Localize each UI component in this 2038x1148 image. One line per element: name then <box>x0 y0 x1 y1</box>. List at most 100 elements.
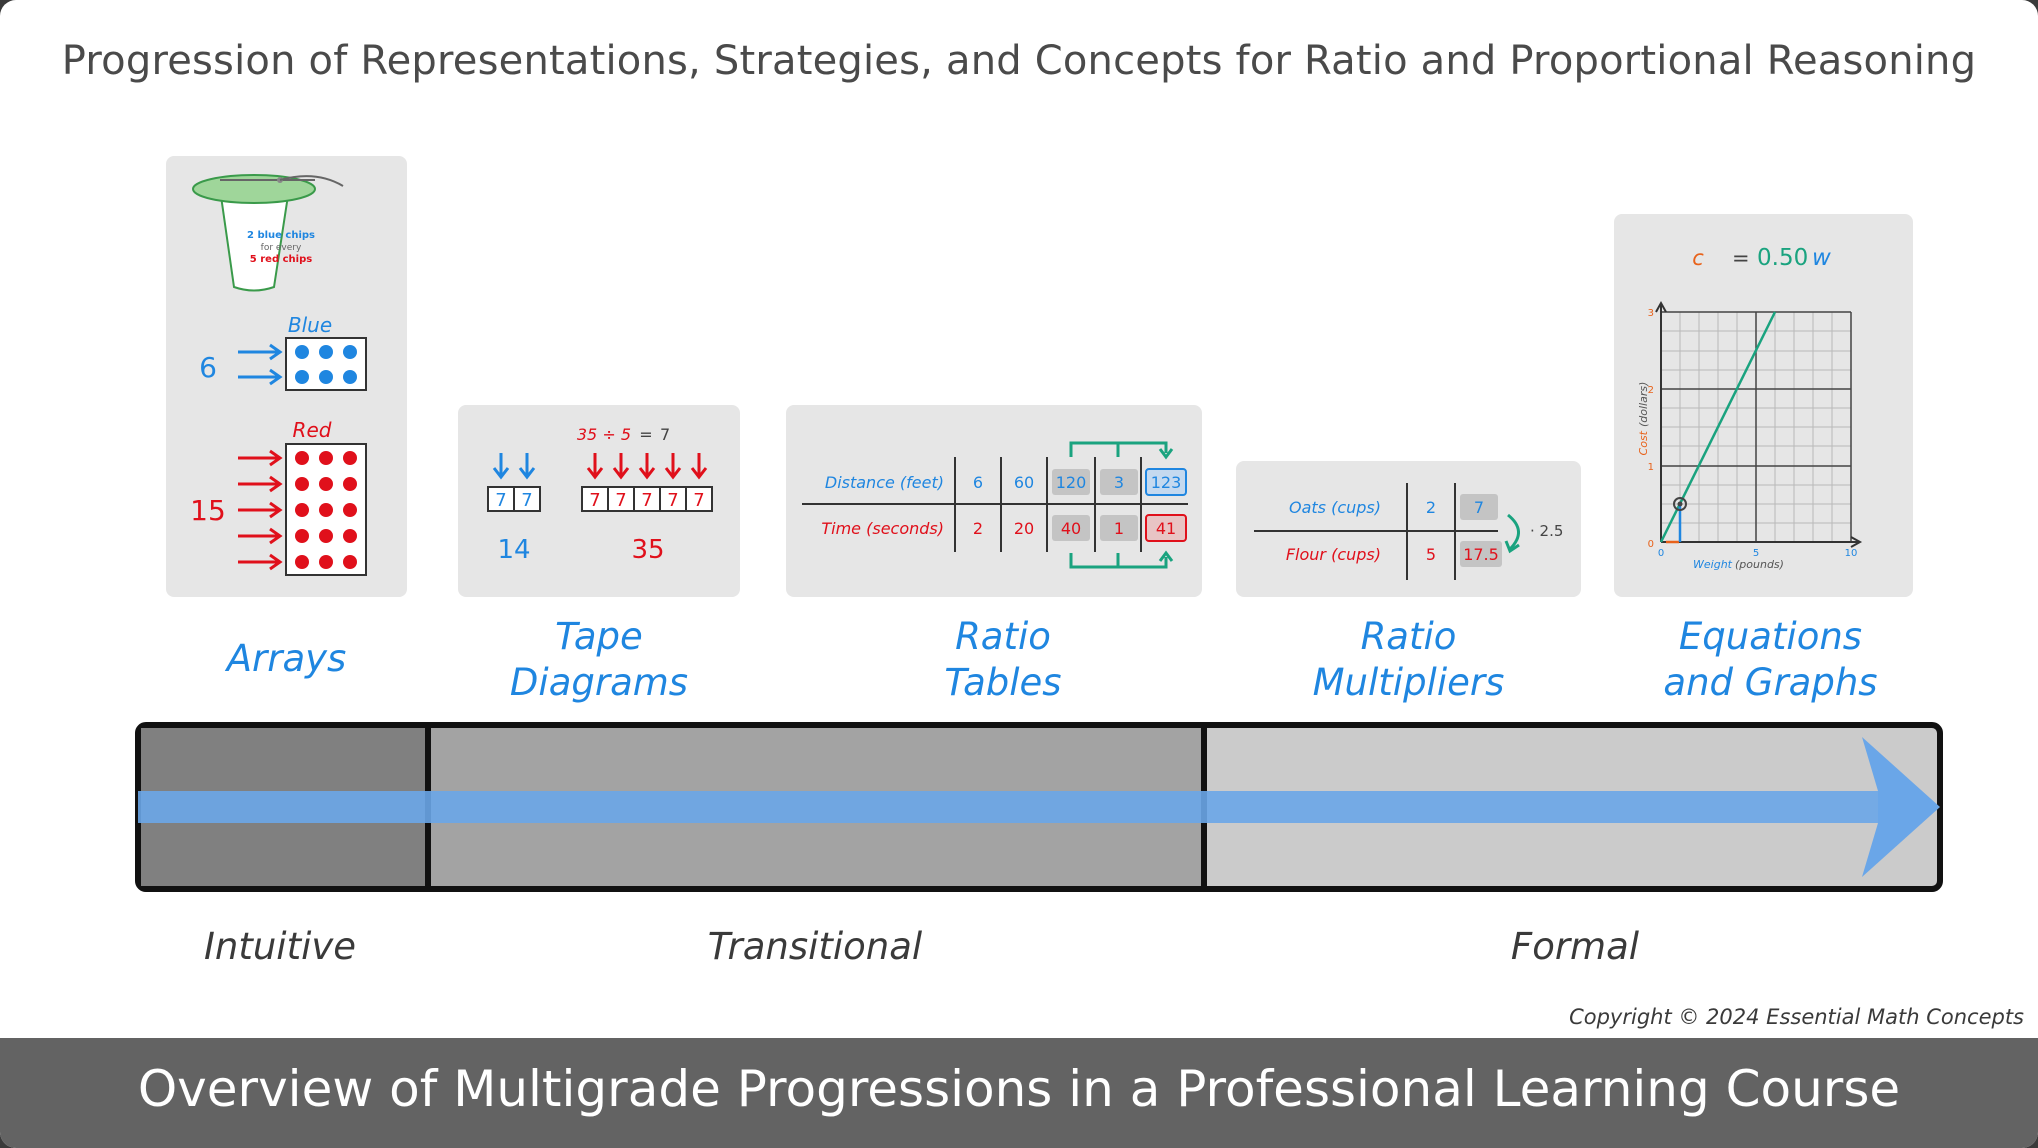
stage-transitional-label: Transitional <box>707 925 923 968</box>
graph-axes <box>1655 300 1863 548</box>
tape-diagrams-card: 7 7 14 35 ÷ 5 = 7 7 7 7 7 <box>458 405 740 597</box>
graph-point-center <box>1677 501 1683 507</box>
x-axis-label: Weight <box>1693 558 1733 571</box>
graph-point <box>1673 497 1687 511</box>
multiplier-highlight <box>1460 494 1498 520</box>
table-cell: 3 <box>1114 473 1124 492</box>
table-cell: 40 <box>1061 519 1081 538</box>
blue-count: 6 <box>199 351 217 384</box>
ratio-table-illustration: Distance (feet) 6 60 120 3 123 Time (sec… <box>802 441 1188 569</box>
stage-intuitive-label: Intuitive <box>203 925 357 968</box>
multiplier-arrowhead <box>1504 540 1520 554</box>
tape-left-value: 7 <box>521 490 532 511</box>
tape-left-cell <box>513 486 541 512</box>
category-equations-graphs: Equations and Graphs <box>1614 614 1927 706</box>
category-equations-line-2: and Graphs <box>1663 661 1878 704</box>
y-tick: 2 <box>1648 385 1654 396</box>
multiplier-cell: 2 <box>1426 498 1436 517</box>
table-cell: 2 <box>973 519 983 538</box>
blue-arrows <box>238 343 283 386</box>
arrays-card: 2 blue chips for every 5 red chips Blue … <box>166 156 407 597</box>
table-cell: 123 <box>1151 473 1182 492</box>
table-vlines <box>954 457 1142 552</box>
tape-right-value: 7 <box>667 490 678 511</box>
tape-right-arrows <box>586 453 708 480</box>
category-tape-line-1: Tape <box>555 615 643 658</box>
tape-right-value: 7 <box>693 490 704 511</box>
y-axis-label: Cost <box>1637 430 1650 455</box>
y-tick: 3 <box>1648 308 1654 319</box>
tape-left-arrows <box>492 453 536 480</box>
tape-equation-right: 7 <box>660 425 670 444</box>
red-arrows <box>238 449 283 571</box>
table-cell: 20 <box>1014 519 1034 538</box>
tape-right-value: 7 <box>615 490 626 511</box>
equation-coefficient: 0.50 <box>1757 245 1808 271</box>
row-label-flour: Flour (cups) <box>1286 545 1381 564</box>
arrays-illustration: 2 blue chips for every 5 red chips Blue … <box>190 174 367 576</box>
bucket-icon <box>192 174 344 292</box>
category-tape-line-2: Diagrams <box>509 661 689 704</box>
table-cell: 120 <box>1056 473 1087 492</box>
page-title: Progression of Representations, Strategi… <box>61 38 1977 84</box>
tape-right-cells <box>581 486 713 512</box>
tape-right-value: 7 <box>589 490 600 511</box>
y-axis-label-units: (dollars) <box>1637 382 1650 427</box>
table-bottom-bracket <box>1069 550 1174 569</box>
tape-equation-equals: = <box>639 425 652 444</box>
ratio-multipliers-card: · 2.5 Oats (cups) 2 7 Flour (cups) 5 17.… <box>1236 461 1581 597</box>
x-axis-label-units: (pounds) <box>1735 558 1784 571</box>
category-arrays-line: Arrays <box>226 637 347 680</box>
y-tick: 0 <box>1648 539 1654 550</box>
blue-label: Blue <box>288 313 332 337</box>
category-ratio-multipliers-line-2: Multipliers <box>1312 661 1505 704</box>
multiplier-highlight <box>1460 541 1502 567</box>
tape-left-value: 7 <box>495 490 506 511</box>
y-tick: 1 <box>1648 462 1654 473</box>
tape-right-value: 7 <box>641 490 652 511</box>
category-ratio-tables-line-1: Ratio <box>955 615 1051 658</box>
table-cell: 60 <box>1014 473 1034 492</box>
category-ratio-multipliers-line-1: Ratio <box>1360 615 1457 658</box>
tape-left-total: 14 <box>497 535 530 565</box>
equation-w: w <box>1812 245 1831 271</box>
x-tick: 5 <box>1753 548 1759 559</box>
bucket-text-3: 5 red chips <box>250 254 312 265</box>
multiplier-cell: 7 <box>1474 498 1484 517</box>
blue-dots <box>295 345 357 384</box>
footer-title: Overview of Multigrade Progressions in a… <box>137 1060 1901 1118</box>
equation-c: c <box>1692 246 1704 270</box>
tape-illustration: 7 7 14 35 ÷ 5 = 7 7 7 7 7 <box>487 425 713 565</box>
table-cell: 1 <box>1114 519 1124 538</box>
category-ratio-multipliers: Ratio Multipliers <box>1236 614 1581 706</box>
row-label-time: Time (seconds) <box>821 519 944 538</box>
tape-equation-left: 35 ÷ 5 <box>577 425 631 444</box>
table-cell: 6 <box>973 473 983 492</box>
equations-graphs-card: c = 0.50 w <box>1614 214 1913 597</box>
bucket-text-1: 2 blue chips <box>247 230 315 241</box>
multiplier-curve-arrow <box>1507 513 1520 551</box>
table-cell: 41 <box>1156 519 1176 538</box>
copyright-notice: Copyright © 2024 Essential Math Concepts <box>1569 1005 2024 1029</box>
x-tick: 0 <box>1658 548 1664 559</box>
progression-arrow <box>138 737 1940 877</box>
multiplier-factor: · 2.5 <box>1530 522 1563 540</box>
category-tape-diagrams: Tape Diagrams <box>458 614 740 706</box>
category-equations-line-1: Equations <box>1678 615 1863 658</box>
row-label-distance: Distance (feet) <box>825 473 944 492</box>
table-highlights <box>1052 468 1187 542</box>
progression-bar <box>135 722 1943 892</box>
multiplier-cell: 5 <box>1426 545 1436 564</box>
ratio-multiplier-illustration: · 2.5 Oats (cups) 2 7 Flour (cups) 5 17.… <box>1254 483 1563 580</box>
red-label: Red <box>293 418 332 442</box>
ratio-tables-card: Distance (feet) 6 60 120 3 123 Time (sec… <box>786 405 1202 597</box>
graph-illustration: c = 0.50 w <box>1637 245 1863 571</box>
row-label-oats: Oats (cups) <box>1289 498 1381 517</box>
tape-right-total: 35 <box>631 535 664 565</box>
red-dots <box>295 451 357 569</box>
footer-banner: Overview of Multigrade Progressions in a… <box>0 1038 2038 1148</box>
multiplier-cell: 17.5 <box>1463 545 1499 564</box>
bucket-text-2: for every <box>261 243 302 253</box>
category-ratio-tables: Ratio Tables <box>786 614 1220 706</box>
